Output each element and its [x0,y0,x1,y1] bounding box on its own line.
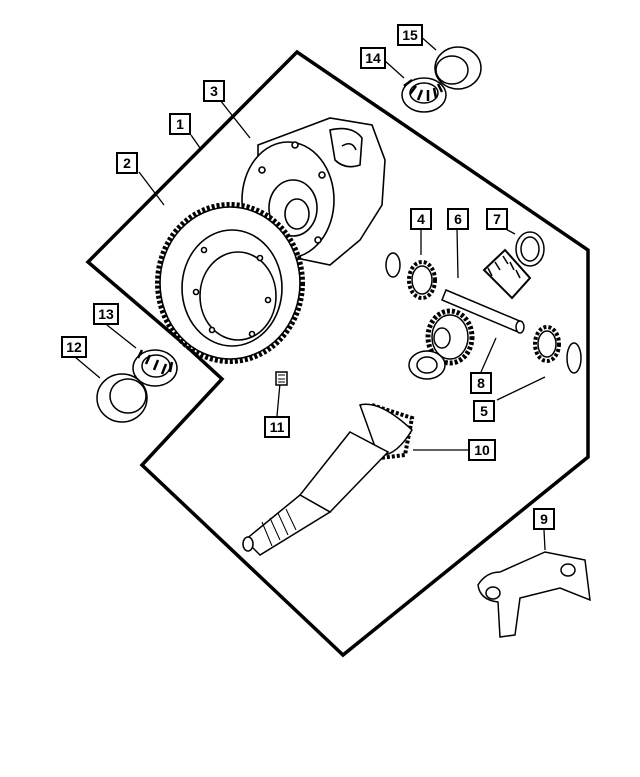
bracket [477,551,591,638]
drive-pinion-shaft [242,402,415,556]
callout-5: 5 [473,400,495,422]
callout-4: 4 [410,208,432,230]
side-gear-right [425,308,475,366]
callout-8: 8 [470,372,492,394]
bearing-cup-upper [434,46,482,90]
callout-15: 15 [397,24,423,46]
pinion-gear-upper [482,231,545,300]
callout-10: 10 [468,439,496,461]
bearing-cone-lower [132,349,178,387]
callout-3: 3 [203,80,225,102]
callout-6: 6 [447,208,469,230]
callout-11: 11 [264,416,290,438]
side-gear-left [385,252,437,300]
callout-9: 9 [533,508,555,530]
callout-14: 14 [360,47,386,69]
callout-1: 1 [169,113,191,135]
leader-lines [74,34,546,551]
callout-7: 7 [486,208,508,230]
stud [275,371,288,386]
ring-gear [155,202,305,364]
pinion-gear-lower [533,325,582,374]
bearing-cone-upper [401,77,447,113]
callout-13: 13 [93,303,119,325]
cross-shaft [441,289,525,334]
differential-case [241,117,386,266]
thrust-washer-lower [408,350,446,380]
callout-2: 2 [116,152,138,174]
bearing-cup-lower [96,373,148,423]
callout-12: 12 [61,336,87,358]
assembly-outline [85,49,590,658]
